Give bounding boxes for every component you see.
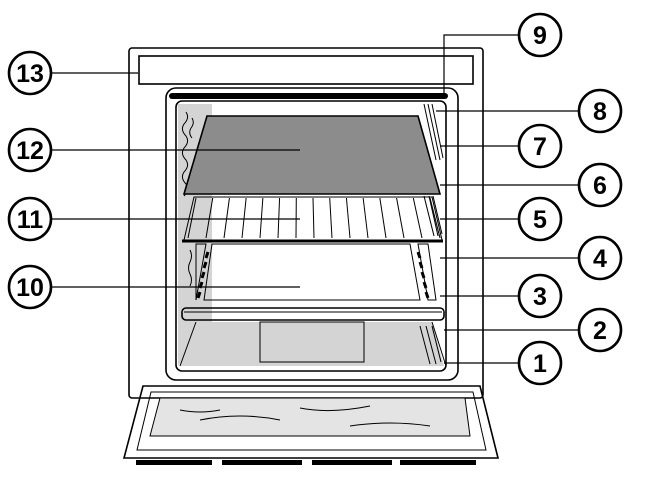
callout-4: 4 <box>577 235 623 281</box>
runner-hole <box>418 261 424 269</box>
callout-circle <box>7 264 53 310</box>
oven-cavity <box>175 100 447 372</box>
callout-circle <box>517 123 563 169</box>
oven-door <box>122 385 500 465</box>
callout-1: 1 <box>517 340 563 386</box>
callout-label: 12 <box>16 137 44 165</box>
rack-wire <box>379 197 387 239</box>
callout-circle <box>517 12 563 58</box>
runner-hole <box>202 261 208 269</box>
callout-circle <box>7 50 53 96</box>
callout-label: 5 <box>533 206 547 234</box>
callout-label: 13 <box>16 60 44 88</box>
callout-2: 2 <box>577 307 623 353</box>
control-panel <box>138 55 474 85</box>
rack-wire <box>259 197 264 239</box>
callout-circle <box>577 307 623 353</box>
callout-circle <box>577 235 623 281</box>
wire-rack <box>182 196 443 243</box>
callout-label: 2 <box>593 317 607 345</box>
callout-10: 10 <box>7 264 53 310</box>
callout-12: 12 <box>7 127 53 173</box>
rack-wire <box>362 197 369 239</box>
runner-hole <box>200 271 206 279</box>
callout-circle <box>577 88 623 134</box>
callout-label: 9 <box>533 22 547 50</box>
runner-hole <box>420 271 426 279</box>
rack-wire <box>223 197 230 239</box>
rack-wire <box>429 197 441 239</box>
runner-hole <box>422 281 428 289</box>
right-side-runners <box>419 103 444 365</box>
leader-lines <box>51 34 579 364</box>
rack-wire <box>277 197 281 239</box>
rack-wire <box>187 197 197 239</box>
leader-line-9 <box>443 34 519 94</box>
callout-circle <box>517 196 563 242</box>
baking-plate <box>182 115 442 195</box>
rack-wire <box>312 197 315 239</box>
rack-wire <box>345 197 351 239</box>
callout-label: 8 <box>593 98 607 126</box>
callout-9: 9 <box>517 12 563 58</box>
rack-wire <box>396 197 405 239</box>
rear-panel <box>259 321 365 363</box>
rack-wire <box>205 197 214 239</box>
runner-hole <box>204 251 210 259</box>
left-side-runners <box>181 111 194 287</box>
callout-11: 11 <box>7 196 53 242</box>
callout-6: 6 <box>577 162 623 208</box>
rack-wire <box>241 197 247 239</box>
callout-8: 8 <box>577 88 623 134</box>
callout-5: 5 <box>517 196 563 242</box>
callout-3: 3 <box>517 273 563 319</box>
callout-label: 10 <box>16 274 44 302</box>
door-glass <box>149 397 471 437</box>
callout-13: 13 <box>7 50 53 96</box>
runner-hole <box>196 291 202 299</box>
callout-label: 6 <box>593 172 607 200</box>
callout-label: 4 <box>593 245 607 273</box>
top-heating-element <box>169 93 448 99</box>
callout-7: 7 <box>517 123 563 169</box>
callout-circle <box>517 340 563 386</box>
callout-label: 7 <box>533 133 547 161</box>
callout-label: 11 <box>17 206 44 234</box>
rack-wire <box>412 197 423 239</box>
rack-wire <box>329 197 333 239</box>
callout-circle <box>7 196 53 242</box>
callout-circle <box>7 127 53 173</box>
runner-hole <box>416 251 422 259</box>
callout-label: 1 <box>533 350 547 378</box>
callout-label: 3 <box>533 283 547 311</box>
callout-circle <box>517 273 563 319</box>
callout-circle <box>577 162 623 208</box>
runner-hole <box>424 291 430 299</box>
drip-tray <box>181 243 445 321</box>
